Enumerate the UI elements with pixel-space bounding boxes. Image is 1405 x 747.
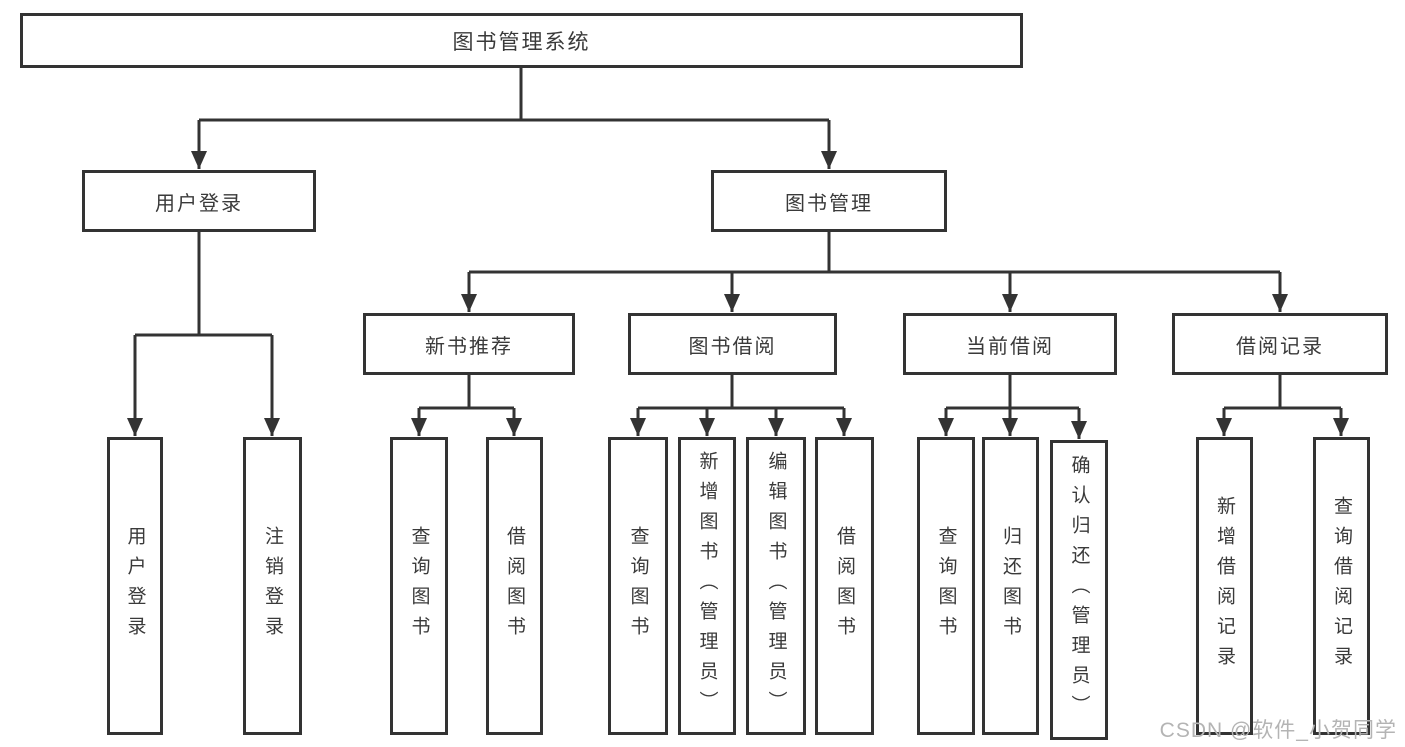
leaf-borrow-books-2: 借阅图书 xyxy=(815,437,874,735)
node-current-borrowing: 当前借阅 xyxy=(903,313,1117,375)
node-library-system: 图书管理系统 xyxy=(20,13,1023,68)
leaf-edit-books-admin: 编辑图书（管理员） xyxy=(746,437,806,735)
node-book-borrowing: 图书借阅 xyxy=(628,313,837,375)
node-user-login: 用户登录 xyxy=(82,170,316,232)
branch-user-login xyxy=(135,232,272,337)
branch-book-management xyxy=(469,232,1280,274)
leaf-query-books-2: 查询图书 xyxy=(608,437,668,735)
branch-current-borrow xyxy=(946,375,1079,410)
leaf-logout: 注销登录 xyxy=(243,437,302,735)
branch-borrow-record xyxy=(1224,375,1341,410)
node-book-management: 图书管理 xyxy=(711,170,947,232)
watermark: CSDN @软件_小贺同学 xyxy=(1159,719,1397,742)
leaf-add-borrow-record: 新增借阅记录 xyxy=(1196,437,1253,735)
leaf-query-books-3: 查询图书 xyxy=(917,437,975,735)
leaf-confirm-return-admin: 确认归还（管理员） xyxy=(1050,440,1108,740)
leaf-query-books-1: 查询图书 xyxy=(390,437,448,735)
leaf-return-books: 归还图书 xyxy=(982,437,1039,735)
branch-book-borrow xyxy=(638,375,844,410)
leaf-user-login: 用户登录 xyxy=(107,437,163,735)
node-new-book-recommend: 新书推荐 xyxy=(363,313,575,375)
leaf-add-books-admin: 新增图书（管理员） xyxy=(678,437,736,735)
leaf-borrow-books-1: 借阅图书 xyxy=(486,437,543,735)
branch-root xyxy=(199,68,829,122)
branch-new-book xyxy=(419,375,514,410)
leaf-query-borrow-record: 查询借阅记录 xyxy=(1313,437,1370,735)
node-borrowing-records: 借阅记录 xyxy=(1172,313,1388,375)
